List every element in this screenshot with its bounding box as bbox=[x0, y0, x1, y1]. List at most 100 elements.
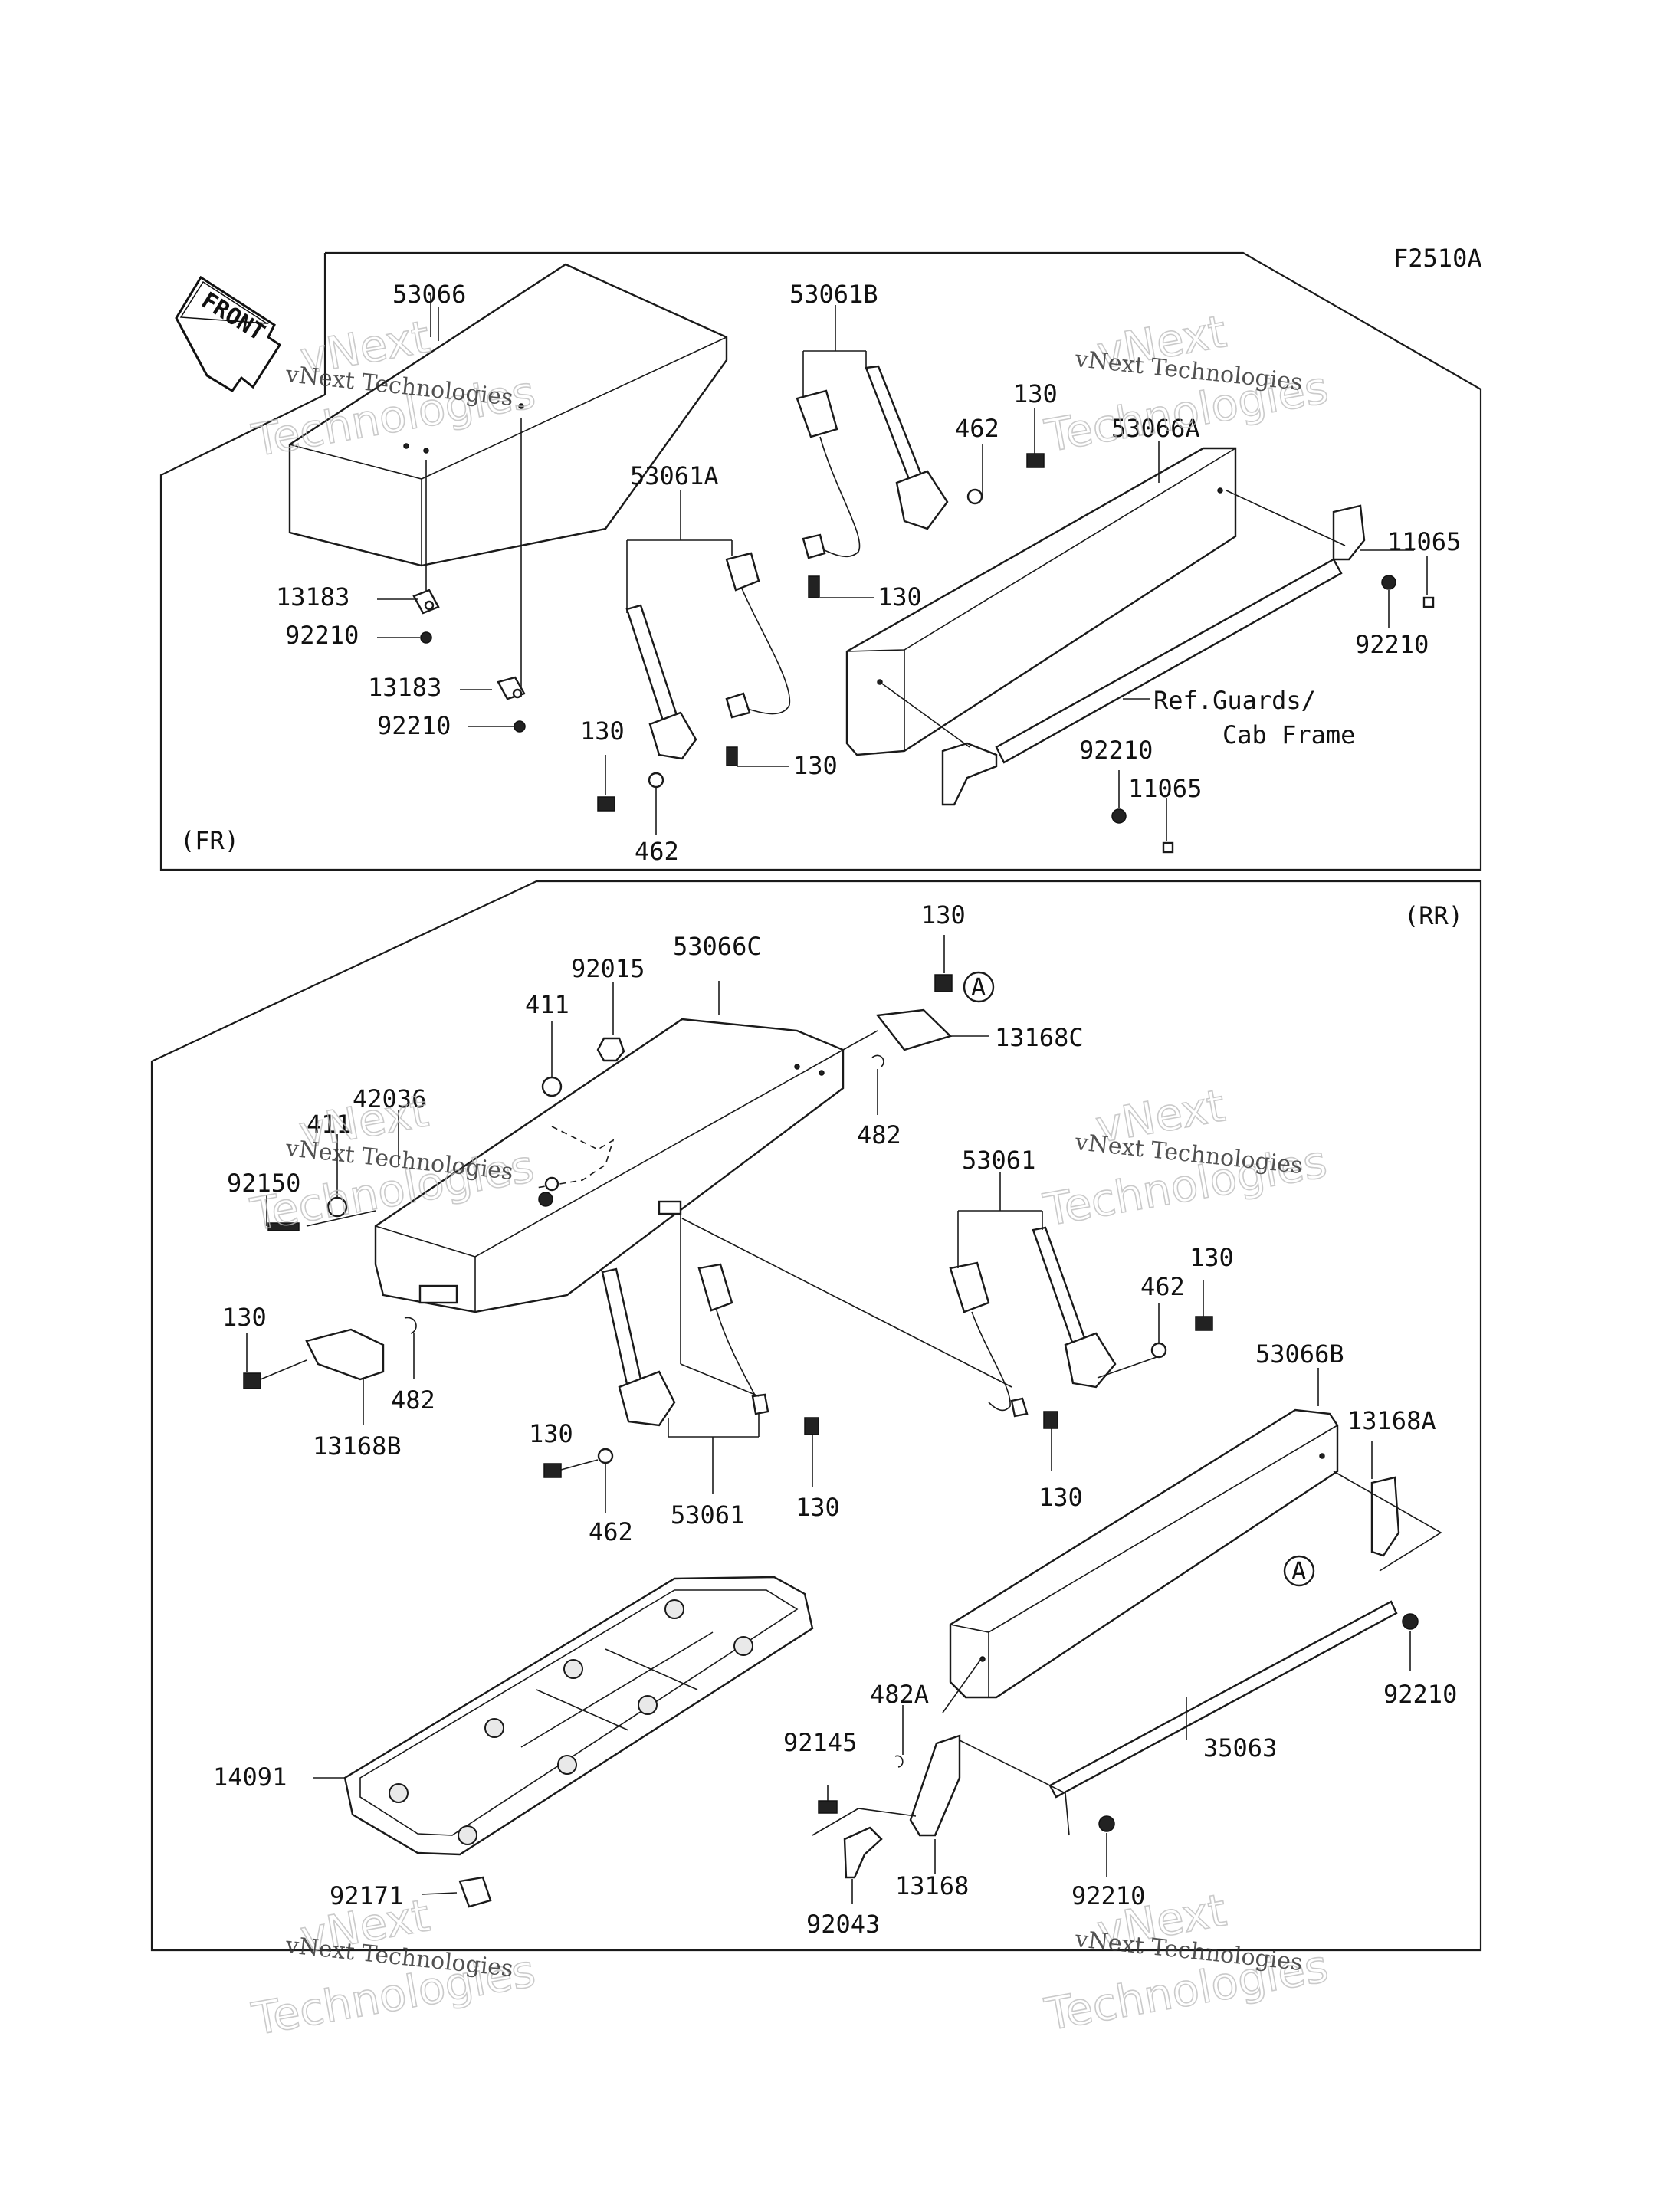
pin-92043 bbox=[843, 1826, 883, 1879]
callout-ref-guards: Ref.Guards/ bbox=[1153, 686, 1316, 715]
callout-92145: 92145 bbox=[783, 1728, 857, 1757]
callout-92210-b: 92210 bbox=[377, 711, 451, 740]
callout-130-d: 130 bbox=[793, 751, 838, 780]
callout-53066B: 53066B bbox=[1255, 1340, 1344, 1369]
rear-panel-frame: (RR) bbox=[150, 880, 1482, 1952]
callout-53061A: 53061A bbox=[630, 461, 719, 490]
nut-92210-b bbox=[514, 720, 526, 733]
callout-14091: 14091 bbox=[213, 1763, 287, 1792]
nut-92210-a bbox=[420, 631, 432, 644]
bolt-130-rear-f bbox=[1043, 1411, 1058, 1429]
nut-42036 bbox=[538, 1192, 553, 1207]
bracket-13168 bbox=[909, 1734, 961, 1837]
callout-482-b: 482 bbox=[391, 1385, 435, 1415]
callout-53061-b: 53061 bbox=[671, 1500, 744, 1530]
bracket-13168C bbox=[875, 1008, 953, 1051]
front-direction-arrow: FRONT bbox=[175, 275, 282, 393]
bolt-92145 bbox=[818, 1800, 838, 1814]
callout-130-i: 130 bbox=[796, 1493, 840, 1522]
callout-411-b: 411 bbox=[307, 1110, 351, 1139]
seatbelt-53061B bbox=[796, 365, 949, 559]
clip-482-a bbox=[871, 1054, 884, 1067]
callout-462-c: 462 bbox=[1140, 1272, 1185, 1301]
front-panel-label: (FR) bbox=[180, 826, 239, 855]
guard-bar bbox=[941, 504, 1366, 806]
callout-92043: 92043 bbox=[806, 1910, 880, 1939]
marker-a-1 bbox=[963, 971, 995, 1003]
washer-462-rear-a bbox=[597, 1448, 614, 1464]
callout-42036: 42036 bbox=[353, 1084, 426, 1113]
callout-53066: 53066 bbox=[392, 280, 466, 309]
callout-53066C: 53066C bbox=[673, 932, 762, 961]
washer-411-b bbox=[326, 1196, 348, 1218]
backrest-53066B bbox=[949, 1408, 1339, 1699]
callout-130-h: 130 bbox=[529, 1419, 573, 1448]
callout-130-a: 130 bbox=[1013, 379, 1058, 408]
callout-92015: 92015 bbox=[571, 954, 645, 983]
callout-92150: 92150 bbox=[227, 1169, 300, 1198]
washer-411-a bbox=[541, 1076, 563, 1097]
callout-482A: 482A bbox=[870, 1680, 929, 1709]
callout-130-g: 130 bbox=[1189, 1243, 1234, 1272]
callout-13168C: 13168C bbox=[995, 1023, 1084, 1052]
callout-13168B: 13168B bbox=[313, 1431, 402, 1461]
cap-11065-b bbox=[1162, 841, 1174, 854]
bolt-130-rear-c bbox=[804, 1417, 819, 1435]
callout-92210-c: 92210 bbox=[1355, 630, 1429, 659]
seat-cushion-53066C bbox=[374, 1018, 845, 1313]
callout-92210-d: 92210 bbox=[1079, 736, 1153, 765]
callout-13168A: 13168A bbox=[1347, 1406, 1436, 1435]
callout-13183-a: 13183 bbox=[276, 582, 349, 612]
marker-a-1-label: A bbox=[971, 972, 986, 1002]
callout-53061B: 53061B bbox=[789, 280, 878, 309]
callout-92210-f: 92210 bbox=[1071, 1881, 1145, 1910]
clip-13183-a bbox=[412, 589, 440, 615]
callout-130-f: 130 bbox=[222, 1303, 267, 1332]
rear-panel-label: (RR) bbox=[1404, 901, 1463, 930]
callout-482-a: 482 bbox=[857, 1120, 901, 1149]
bolt-130-front-a bbox=[726, 746, 738, 766]
nut-92210-rear-f bbox=[1098, 1815, 1115, 1832]
callout-92171: 92171 bbox=[330, 1881, 403, 1910]
front-panel-frame: (FR) bbox=[159, 251, 1482, 871]
seat-cushion-53066 bbox=[288, 263, 728, 567]
bolt-130-front-c bbox=[808, 575, 820, 598]
washer-462-front-b bbox=[966, 488, 983, 505]
bracket-13168B bbox=[305, 1328, 385, 1381]
rod-35063 bbox=[1048, 1600, 1398, 1799]
clip-13183-b bbox=[497, 676, 526, 700]
nut-92210-front-c bbox=[1381, 575, 1396, 590]
clip-482A bbox=[894, 1755, 904, 1768]
floor-tray-14091 bbox=[343, 1576, 814, 1856]
nut-92210-rear-e bbox=[1402, 1613, 1419, 1630]
callout-92210-a: 92210 bbox=[285, 621, 359, 650]
seatbelt-53061-right bbox=[949, 1226, 1117, 1418]
nut-92015 bbox=[596, 1037, 625, 1062]
seatbelt-53061-center bbox=[601, 1263, 769, 1427]
callout-35063: 35063 bbox=[1203, 1733, 1277, 1763]
marker-a-2-label: A bbox=[1291, 1556, 1306, 1585]
callout-53061-a: 53061 bbox=[962, 1146, 1035, 1175]
callout-11065-b: 11065 bbox=[1128, 774, 1202, 803]
callout-11065-a: 11065 bbox=[1387, 527, 1461, 556]
callout-130-b: 130 bbox=[878, 582, 922, 612]
callout-53066A: 53066A bbox=[1111, 414, 1200, 443]
callout-13168: 13168 bbox=[895, 1871, 969, 1900]
callout-462-d: 462 bbox=[589, 1517, 633, 1546]
bolt-130-rear-e bbox=[1195, 1316, 1213, 1331]
bolt-130-rear-b bbox=[243, 1372, 261, 1389]
callout-130-j: 130 bbox=[1039, 1483, 1083, 1512]
bolt-130-front-b bbox=[597, 796, 615, 812]
figure-code: F2510A bbox=[1393, 244, 1482, 273]
callout-130-e: 130 bbox=[921, 900, 966, 930]
bolt-130-rear-d bbox=[543, 1463, 562, 1478]
bolt-92150 bbox=[267, 1222, 300, 1231]
seatbelt-53061A bbox=[625, 552, 791, 760]
cap-11065-a bbox=[1422, 596, 1435, 608]
bolt-130-front-d bbox=[1026, 453, 1045, 468]
bolt-130-rear-a bbox=[934, 974, 953, 992]
callout-cab-frame: Cab Frame bbox=[1222, 720, 1355, 749]
washer-462-front-a bbox=[648, 772, 664, 789]
fastener-92171 bbox=[458, 1876, 492, 1908]
